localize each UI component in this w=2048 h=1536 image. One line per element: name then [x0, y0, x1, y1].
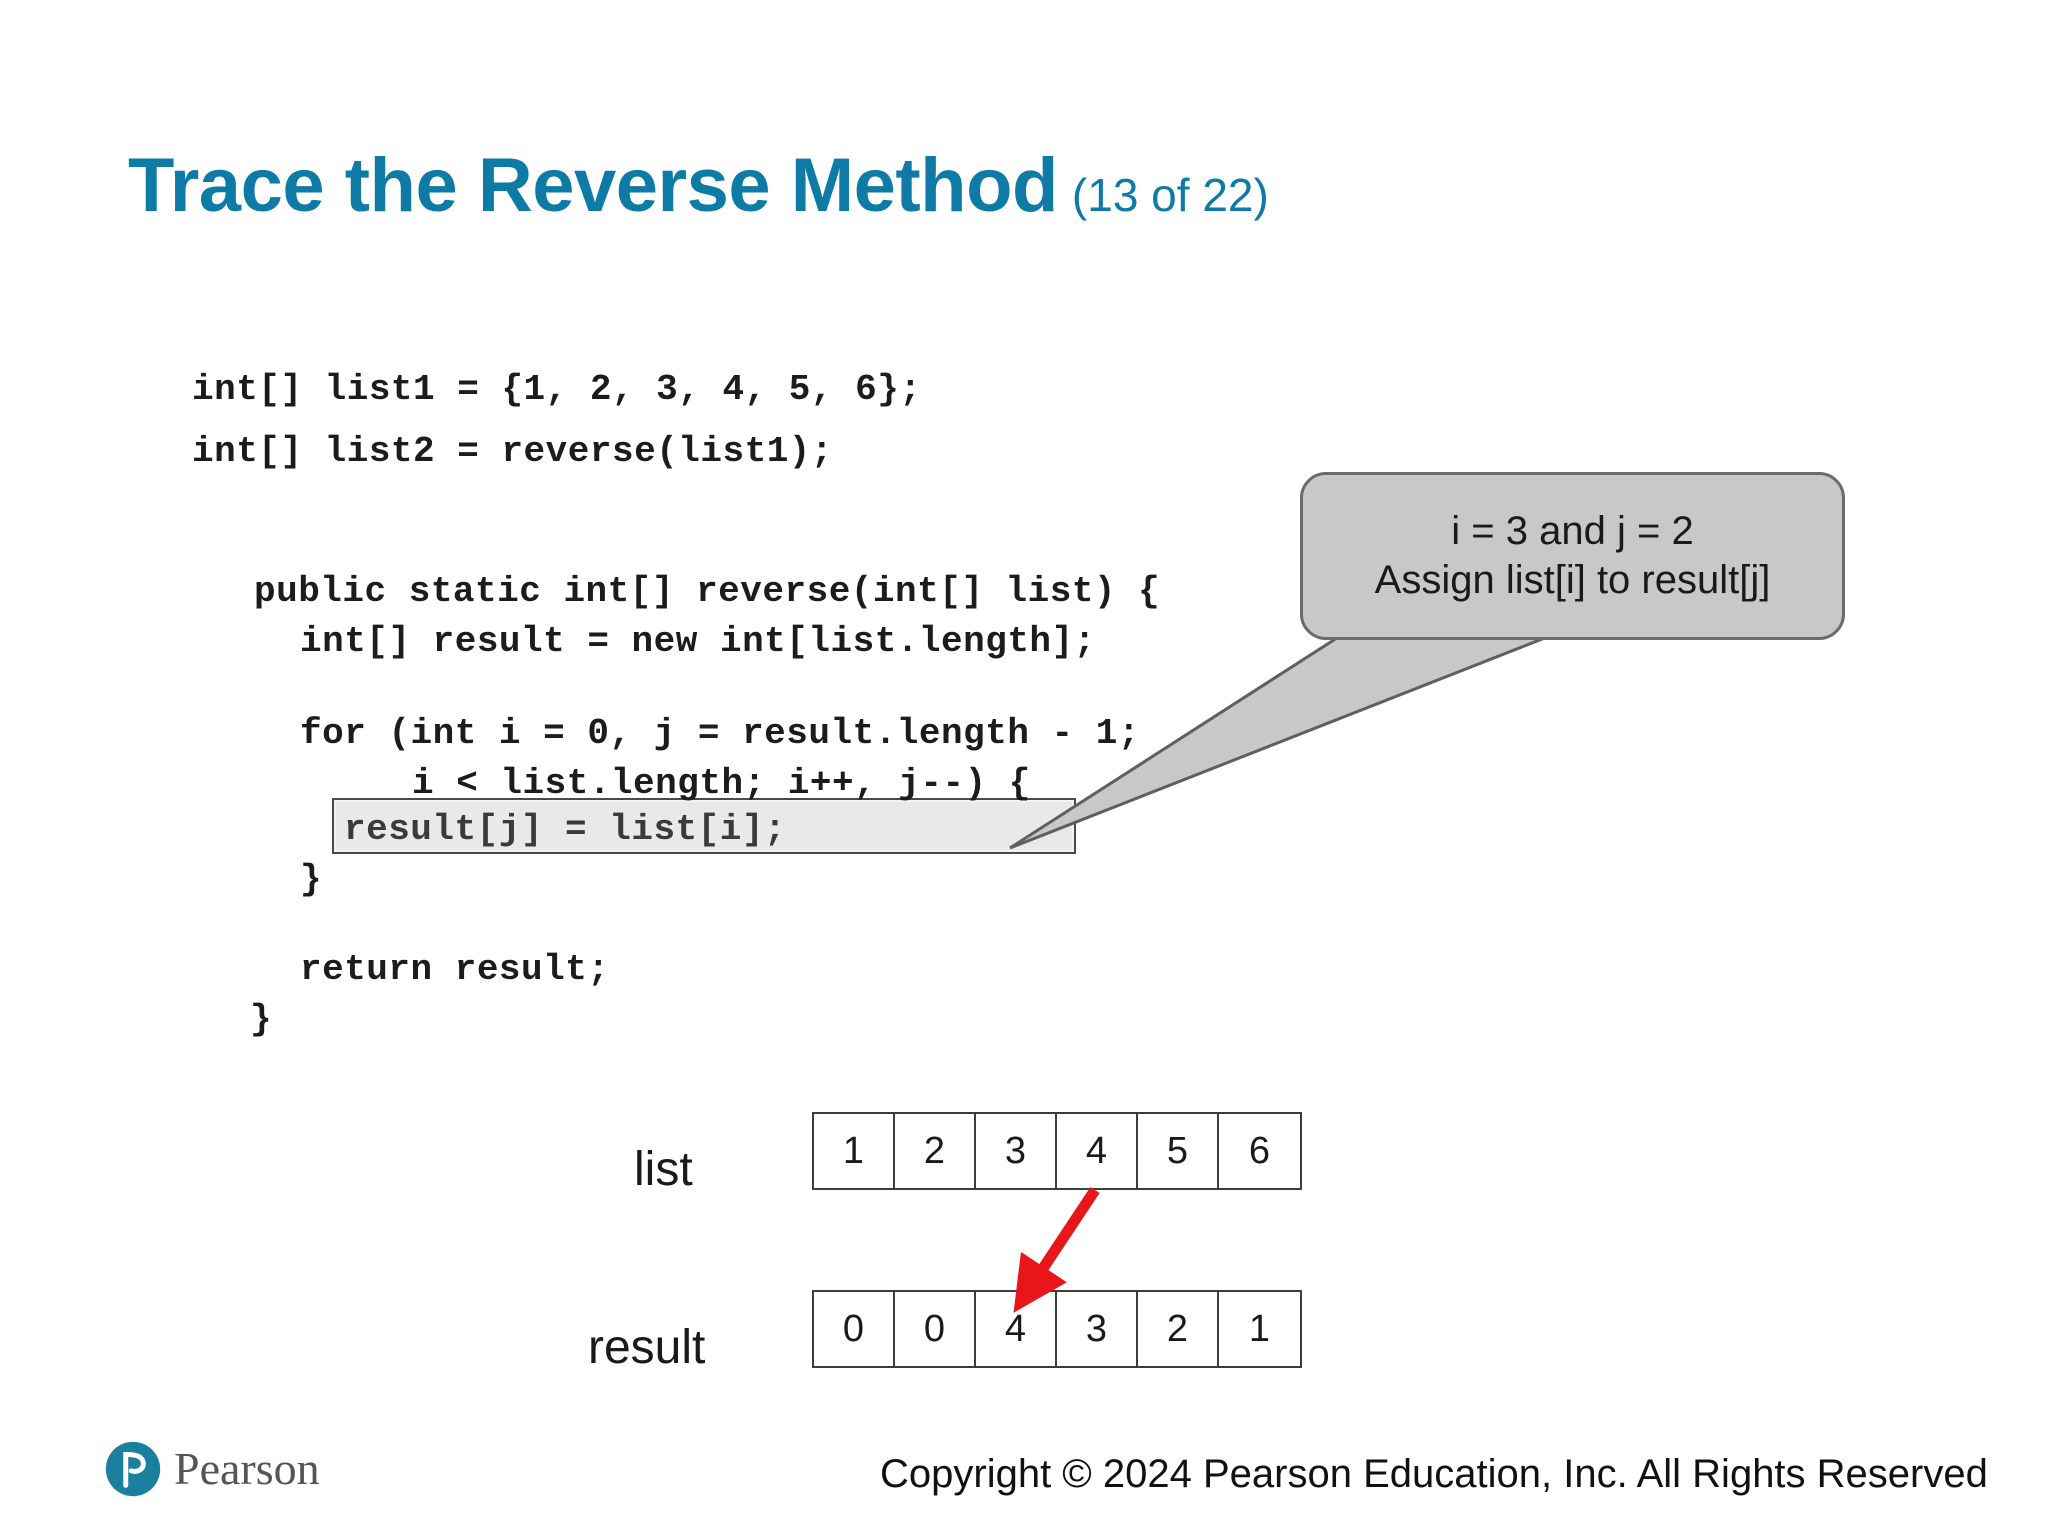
copyright-text: Copyright © 2024 Pearson Education, Inc.…: [880, 1452, 1988, 1496]
array-result: 0 0 4 3 2 1: [812, 1290, 1302, 1368]
code-line-6: i < list.length; i++, j--) {: [412, 763, 1031, 804]
code-line-1: int[] list1 = {1, 2, 3, 4, 5, 6};: [192, 369, 922, 410]
code-line-2: int[] list2 = reverse(list1);: [192, 431, 834, 472]
array-cell: 0: [895, 1292, 976, 1366]
code-line-5: for (int i = 0, j = result.length - 1;: [300, 713, 1140, 754]
array-list: 1 2 3 4 5 6: [812, 1112, 1302, 1190]
pearson-logo: Pearson: [104, 1440, 320, 1498]
array-cell: 3: [1057, 1292, 1138, 1366]
code-line-7-highlighted: result[j] = list[i];: [344, 809, 787, 850]
page-counter: (13 of 22): [1071, 169, 1269, 221]
array-cell: 0: [814, 1292, 895, 1366]
array-label-result: result: [588, 1321, 706, 1374]
array-cell: 2: [895, 1114, 976, 1188]
code-line-10: }: [250, 999, 273, 1040]
code-line-9: return result;: [300, 949, 610, 990]
array-cell: 4: [976, 1292, 1057, 1366]
array-cell: 4: [1057, 1114, 1138, 1188]
pearson-p-icon: [105, 1441, 161, 1497]
array-cell: 1: [1248, 1307, 1271, 1350]
callout-bubble: i = 3 and j = 2 Assign list[i] to result…: [1300, 472, 1845, 640]
array-cell: 3: [976, 1114, 1057, 1188]
code-line-3: public static int[] reverse(int[] list) …: [254, 571, 1161, 612]
array-cell: 6: [1248, 1129, 1271, 1172]
array-cell: 2: [1138, 1292, 1219, 1366]
pearson-wordmark: Pearson: [174, 1443, 320, 1494]
page-title-text: Trace the Reverse Method: [128, 143, 1058, 228]
array-label-list: list: [634, 1143, 693, 1196]
array-cell: 5: [1138, 1114, 1219, 1188]
code-line-4: int[] result = new int[list.length];: [300, 621, 1096, 662]
callout-line-1: i = 3 and j = 2: [1451, 509, 1694, 554]
callout-line-2: Assign list[i] to result[j]: [1374, 558, 1771, 602]
code-line-8: }: [300, 859, 323, 900]
page-title: Trace the Reverse Method(13 of 22): [128, 148, 1269, 224]
array-cell: 1: [814, 1114, 895, 1188]
